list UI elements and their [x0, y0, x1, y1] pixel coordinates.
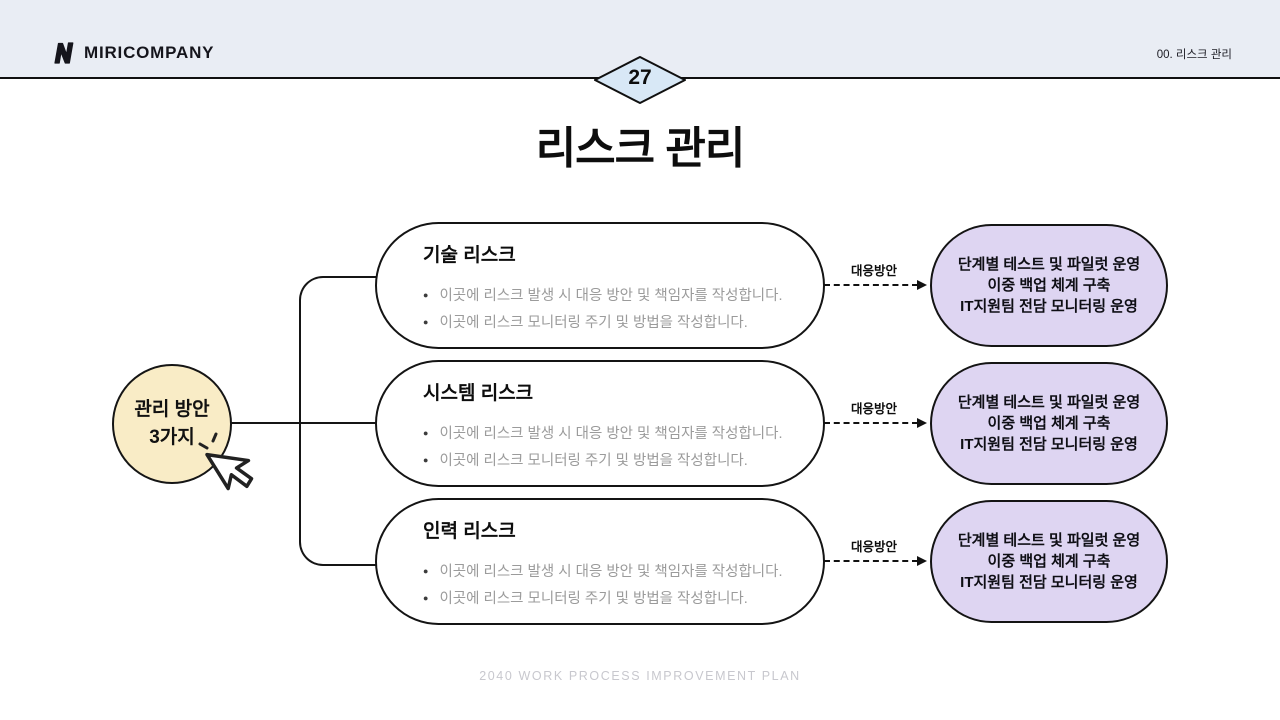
dashed-arrow — [824, 284, 918, 286]
page-title: 리스크 관리 — [535, 124, 746, 173]
bullet-dot-icon: ● — [423, 565, 429, 576]
response-line: 이중 백업 체계 구축 — [987, 277, 1111, 294]
response-line: 이중 백업 체계 구축 — [987, 415, 1111, 432]
response-line: IT지원팀 전담 모니터링 운영 — [960, 574, 1138, 591]
arrow-label: 대응방안 — [850, 540, 897, 554]
branch-bracket — [299, 276, 376, 566]
risk-card-title: 기술 리스크 — [423, 244, 516, 266]
response-line: 단계별 테스트 및 파일럿 운영 — [957, 394, 1141, 411]
hub-connector-line — [230, 422, 376, 424]
dashed-arrow — [824, 422, 918, 424]
risk-bullet-text: 이곳에 리스크 발생 시 대응 방안 및 책임자를 작성합니다. — [439, 287, 783, 304]
arrow-label: 대응방안 — [850, 264, 897, 278]
response-card-personnel: 단계별 테스트 및 파일럿 운영 이중 백업 체계 구축 IT지원팀 전담 모니… — [930, 500, 1168, 623]
section-label: 00. 리스크 관리 — [1156, 49, 1232, 61]
risk-card-title: 시스템 리스크 — [423, 382, 534, 404]
risk-card-system: 시스템 리스크 ● 이곳에 리스크 발생 시 대응 방안 및 책임자를 작성합니… — [375, 360, 825, 487]
page-number-diamond — [594, 56, 686, 104]
risk-bullet: ● 이곳에 리스크 발생 시 대응 방안 및 책임자를 작성합니다. — [423, 422, 823, 443]
brand-name: MIRICOMPANY — [84, 43, 215, 62]
risk-bullet: ● 이곳에 리스크 모니터링 주기 및 방법을 작성합니다. — [423, 587, 823, 608]
hub-label-line2: 3가지 — [149, 427, 195, 448]
response-line: 단계별 테스트 및 파일럿 운영 — [957, 256, 1141, 273]
response-card-tech: 단계별 테스트 및 파일럿 운영 이중 백업 체계 구축 IT지원팀 전담 모니… — [930, 224, 1168, 347]
risk-bullet-text: 이곳에 리스크 발생 시 대응 방안 및 책임자를 작성합니다. — [439, 563, 783, 580]
risk-bullet: ● 이곳에 리스크 모니터링 주기 및 방법을 작성합니다. — [423, 449, 823, 470]
arrow-label: 대응방안 — [850, 402, 897, 416]
footer-text: 2040 WORK PROCESS IMPROVEMENT PLAN — [479, 669, 801, 683]
risk-bullet: ● 이곳에 리스크 모니터링 주기 및 방법을 작성합니다. — [423, 311, 823, 332]
risk-card-personnel: 인력 리스크 ● 이곳에 리스크 발생 시 대응 방안 및 책임자를 작성합니다… — [375, 498, 825, 625]
arrowhead-icon — [917, 418, 927, 428]
dashed-arrow — [824, 560, 918, 562]
response-line: IT지원팀 전담 모니터링 운영 — [960, 298, 1138, 315]
response-line: IT지원팀 전담 모니터링 운영 — [960, 436, 1138, 453]
risk-card-title: 인력 리스크 — [423, 520, 516, 542]
bullet-dot-icon: ● — [423, 454, 429, 465]
cursor-pointer-icon — [198, 432, 254, 491]
risk-bullet-text: 이곳에 리스크 발생 시 대응 방안 및 책임자를 작성합니다. — [439, 425, 783, 442]
response-line: 이중 백업 체계 구축 — [987, 553, 1111, 570]
arrowhead-icon — [917, 556, 927, 566]
risk-bullet-text: 이곳에 리스크 모니터링 주기 및 방법을 작성합니다. — [439, 590, 748, 607]
page-number: 27 — [628, 66, 652, 89]
company-logo-icon — [54, 42, 74, 64]
risk-bullet-text: 이곳에 리스크 모니터링 주기 및 방법을 작성합니다. — [439, 452, 748, 469]
bullet-dot-icon: ● — [423, 427, 429, 438]
bullet-dot-icon: ● — [423, 316, 429, 327]
bullet-dot-icon: ● — [423, 592, 429, 603]
hub-label-line1: 관리 방안 — [134, 399, 210, 420]
risk-bullet: ● 이곳에 리스크 발생 시 대응 방안 및 책임자를 작성합니다. — [423, 284, 823, 305]
risk-card-tech: 기술 리스크 ● 이곳에 리스크 발생 시 대응 방안 및 책임자를 작성합니다… — [375, 222, 825, 349]
arrowhead-icon — [917, 280, 927, 290]
response-line: 단계별 테스트 및 파일럿 운영 — [957, 532, 1141, 549]
response-card-system: 단계별 테스트 및 파일럿 운영 이중 백업 체계 구축 IT지원팀 전담 모니… — [930, 362, 1168, 485]
brand-logo: MIRICOMPANY — [50, 40, 214, 66]
risk-bullet: ● 이곳에 리스크 발생 시 대응 방안 및 책임자를 작성합니다. — [423, 560, 823, 581]
bullet-dot-icon: ● — [423, 289, 429, 300]
risk-bullet-text: 이곳에 리스크 모니터링 주기 및 방법을 작성합니다. — [439, 314, 748, 331]
